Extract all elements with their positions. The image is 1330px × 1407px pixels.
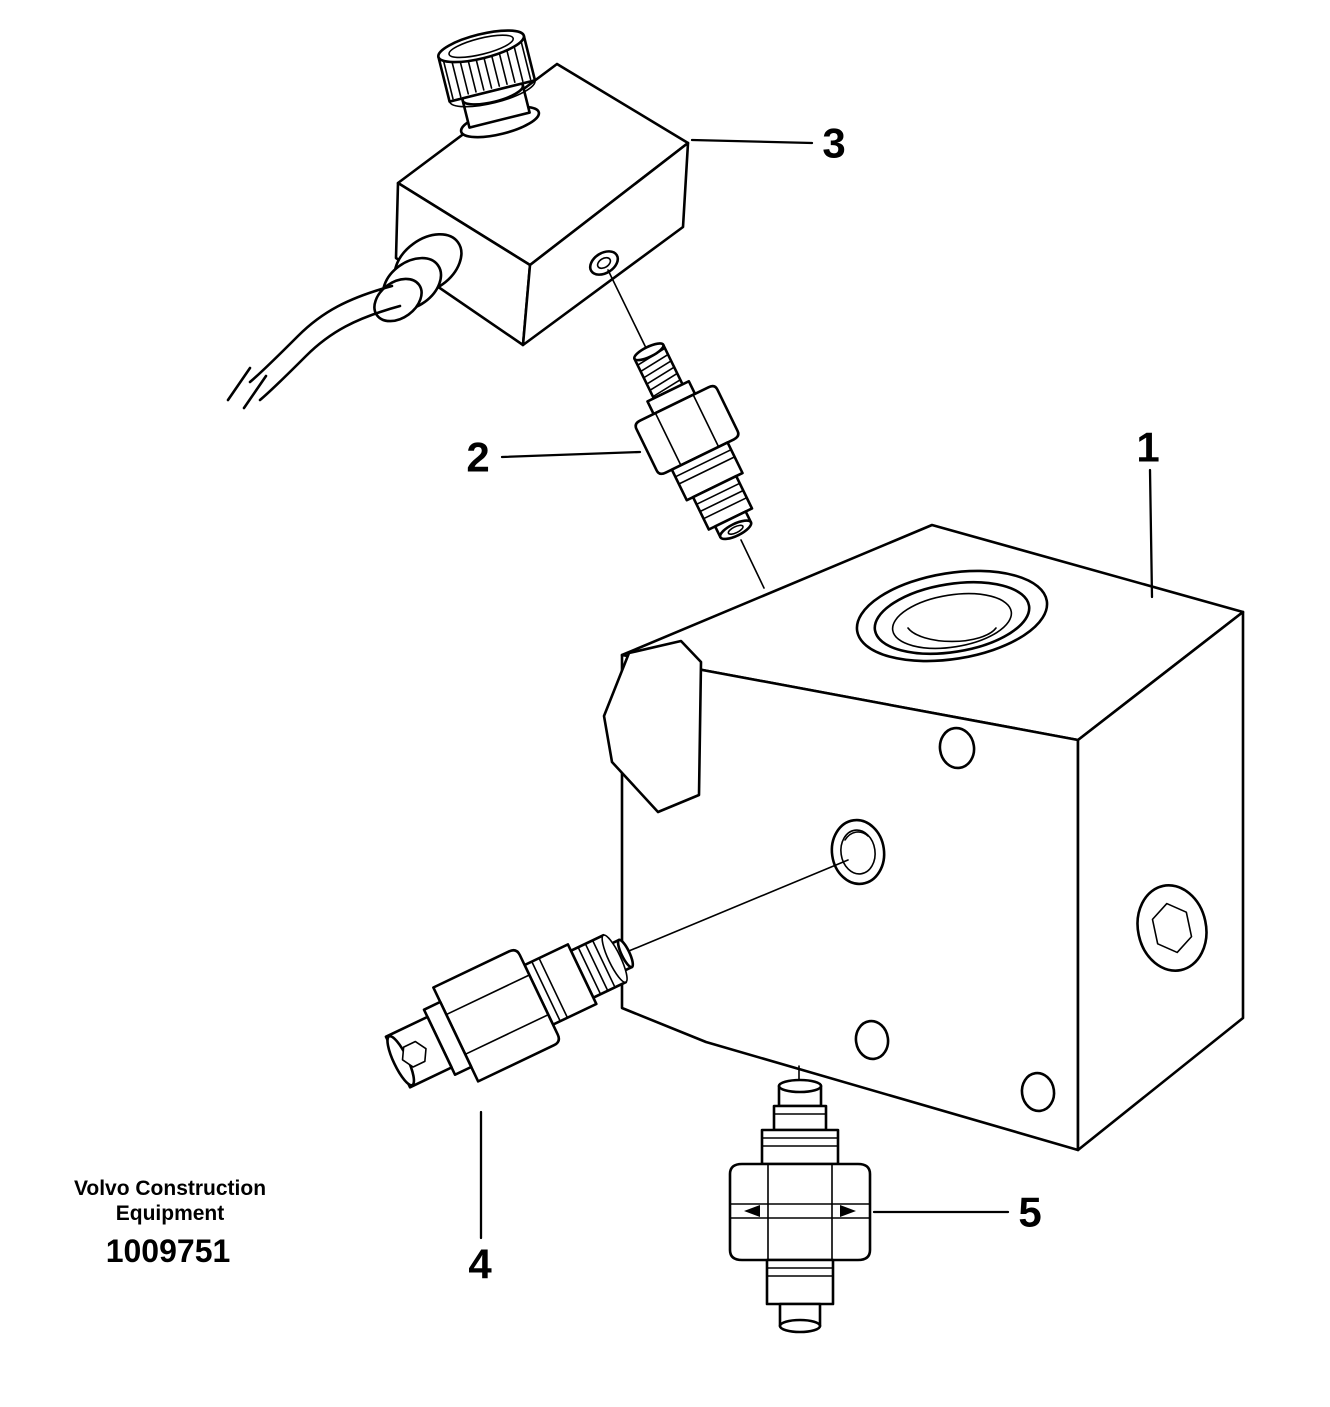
front-hole-bottom-left xyxy=(854,1019,890,1061)
solenoid-valve-part-3 xyxy=(226,29,690,410)
footer: Volvo Construction Equipment 1009751 xyxy=(74,1177,266,1269)
hex-boss xyxy=(602,639,703,814)
valve-fitting-part-4 xyxy=(384,933,635,1089)
cable-connector xyxy=(373,233,463,323)
block-right-face xyxy=(1076,610,1245,1152)
top-port xyxy=(855,569,1049,663)
part-label-3: 3 xyxy=(822,120,845,167)
assembly-axis-line xyxy=(607,269,648,351)
flow-arrow-left xyxy=(744,1205,760,1217)
plug-fitting-part-2 xyxy=(633,342,754,541)
cable-break-mark xyxy=(242,374,268,410)
front-hole-small xyxy=(938,726,976,770)
valve-block-part-1 xyxy=(602,523,1245,1152)
callouts: 1 2 3 4 5 xyxy=(466,120,1159,1288)
assembly-axis-line xyxy=(740,539,765,589)
part-label-1: 1 xyxy=(1136,424,1159,471)
knurled-cap xyxy=(437,29,541,139)
footer-company-line1: Volvo Construction xyxy=(74,1177,266,1200)
pressure-valve-part-5 xyxy=(728,1078,872,1334)
hex-socket-plug xyxy=(1136,884,1208,972)
flow-arrow-right xyxy=(840,1205,856,1217)
hex-socket xyxy=(401,1040,427,1068)
leader-line-3 xyxy=(690,138,814,145)
assembly-axis-line xyxy=(611,859,849,959)
figure-number: 1009751 xyxy=(106,1233,231,1269)
footer-company-line2: Equipment xyxy=(116,1202,225,1225)
part-label-2: 2 xyxy=(466,434,489,481)
leader-line-2 xyxy=(500,450,642,459)
front-threaded-port xyxy=(830,818,886,886)
part-label-4: 4 xyxy=(468,1241,492,1288)
front-hole-bottom-right xyxy=(1020,1071,1056,1113)
leader-line-1 xyxy=(1148,468,1154,599)
part-label-5: 5 xyxy=(1018,1189,1041,1236)
solenoid-cable xyxy=(226,284,402,410)
cable-break-mark xyxy=(226,366,252,402)
